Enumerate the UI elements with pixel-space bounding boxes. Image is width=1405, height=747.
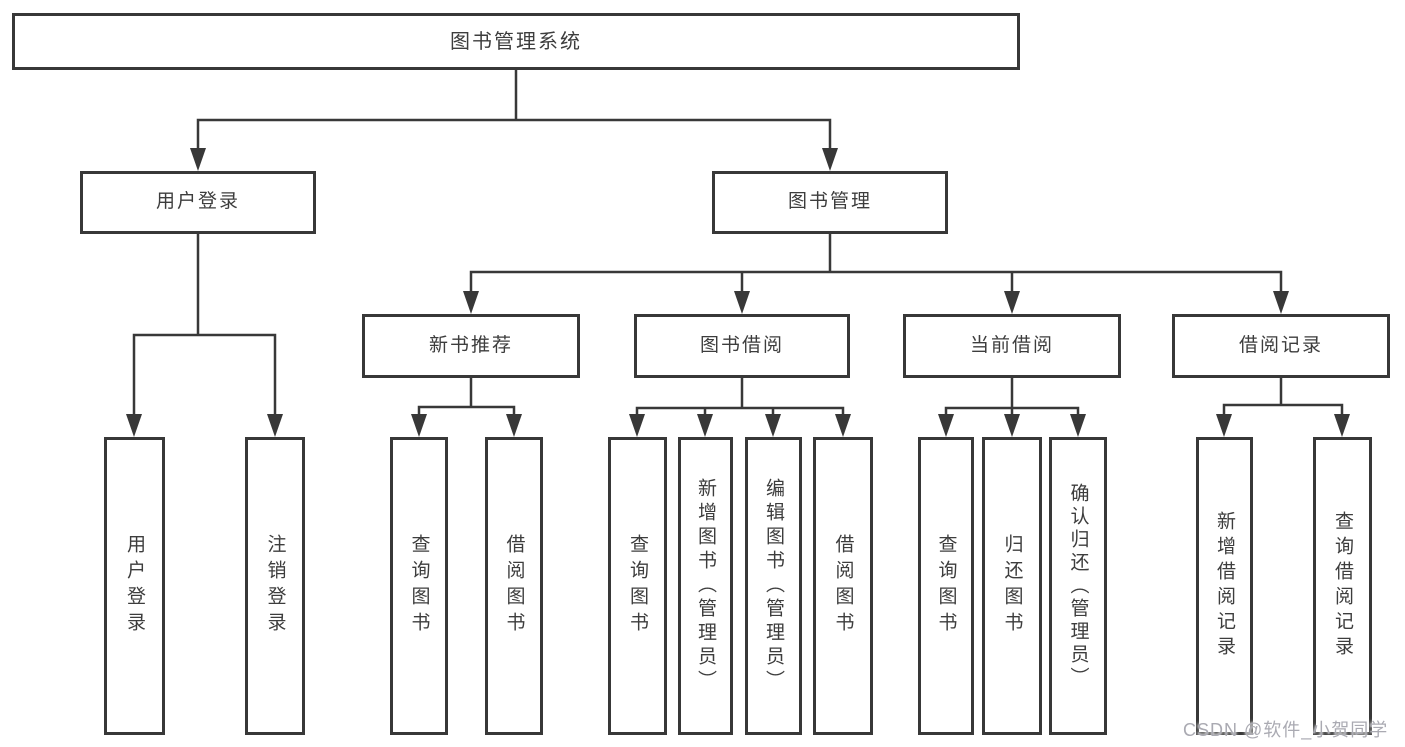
leaf-current-query-books: 查询图书 <box>918 437 974 735</box>
arrowheads <box>126 148 1350 437</box>
leaf-records-query-borrow-record: 查询借阅记录 <box>1313 437 1372 735</box>
leaf-borrowing-add-books-admin: 新增图书（管理员） <box>678 437 733 735</box>
leaf-records-add-borrow-record: 新增借阅记录 <box>1196 437 1253 735</box>
edge-userlogin-to-leaves <box>132 232 277 418</box>
edge-currentborrow-to-leaves <box>944 376 1080 418</box>
node-borrowing-records: 借阅记录 <box>1172 314 1390 378</box>
leaf-newbook-borrow-books: 借阅图书 <box>485 437 543 735</box>
leaf-newbook-query-books: 查询图书 <box>390 437 448 735</box>
node-book-borrowing: 图书借阅 <box>634 314 850 378</box>
node-new-book-recommendation: 新书推荐 <box>362 314 580 378</box>
leaf-user-login: 用户登录 <box>104 437 165 735</box>
edge-bookmgmt-to-level2 <box>469 232 1283 295</box>
node-book-management: 图书管理 <box>712 171 948 234</box>
edge-records-to-leaves <box>1222 376 1344 418</box>
leaf-borrowing-borrow-books: 借阅图书 <box>813 437 873 735</box>
leaf-logout: 注销登录 <box>245 437 305 735</box>
edge-bookborrow-to-leaves <box>635 376 845 418</box>
edge-newbook-to-leaves <box>417 376 516 418</box>
csdn-watermark: CSDN @软件_小贺同学 <box>1183 720 1389 740</box>
node-current-borrowing: 当前借阅 <box>903 314 1121 378</box>
leaf-borrowing-query-books: 查询图书 <box>608 437 667 735</box>
edge-root-to-level1 <box>196 68 832 152</box>
leaf-current-return-books: 归还图书 <box>982 437 1042 735</box>
node-library-management-system: 图书管理系统 <box>12 13 1020 70</box>
leaf-current-confirm-return-admin: 确认归还（管理员） <box>1049 437 1107 735</box>
leaf-borrowing-edit-books-admin: 编辑图书（管理员） <box>745 437 802 735</box>
node-user-login: 用户登录 <box>80 171 316 234</box>
